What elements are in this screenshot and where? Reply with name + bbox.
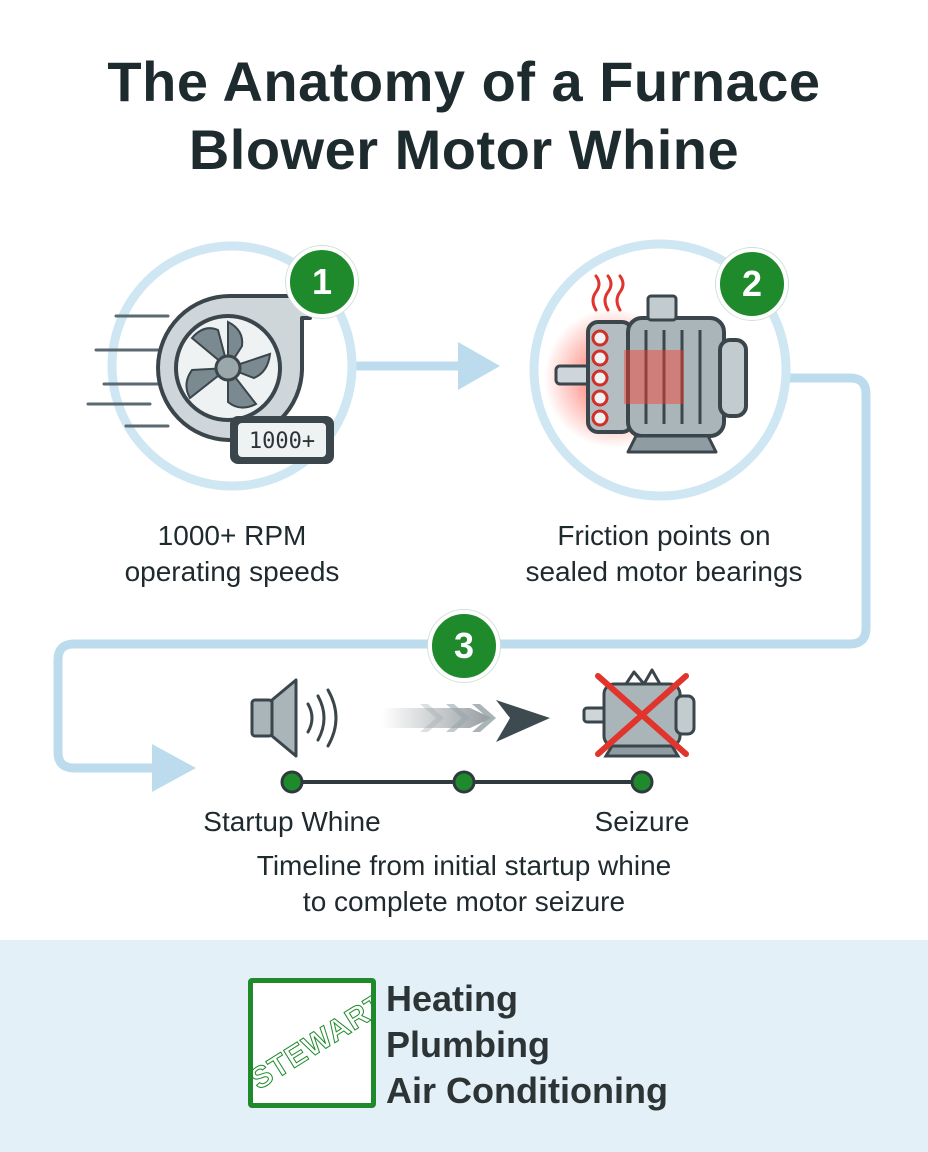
timeline-end-label: Seizure — [594, 806, 690, 837]
service-air-conditioning: Air Conditioning — [386, 1070, 668, 1111]
service-heating: Heating — [386, 978, 519, 1019]
rpm-display-value: 1000+ — [249, 429, 315, 454]
flow-diagram: 1000+ — [53, 239, 871, 794]
step-1-caption: 1000+ RPM operating speeds — [82, 518, 382, 590]
timeline-node-end — [630, 770, 654, 794]
title-line-1: The Anatomy of a Furnace — [107, 50, 821, 113]
timeline-node-mid — [452, 770, 476, 794]
step-3-caption: Timeline from initial startup whine to c… — [184, 848, 744, 920]
step-2-caption-line-1: Friction points on — [557, 520, 771, 551]
timeline-track — [280, 770, 654, 794]
timeline-start-label: Startup Whine — [203, 806, 381, 837]
step-1-badge: 1 — [286, 246, 358, 318]
heat-waves-icon — [591, 274, 625, 312]
company-logo: STEWART — [248, 978, 376, 1108]
progress-arrows-icon — [382, 700, 550, 742]
broken-motor-icon — [582, 668, 696, 758]
blower-fan-icon — [156, 294, 312, 442]
step-3-caption-line-1: Timeline from initial startup whine — [256, 850, 672, 881]
services-list: Heating Plumbing Air Conditioning — [386, 976, 668, 1114]
step-1-caption-line-2: operating speeds — [124, 556, 340, 587]
speaker-icon — [250, 678, 338, 758]
service-plumbing: Plumbing — [386, 1024, 550, 1065]
step-2-badge: 2 — [716, 248, 788, 320]
logo-wordmark: STEWART — [248, 986, 376, 1097]
step-3-caption-line-2: to complete motor seizure — [302, 886, 626, 917]
page-title: The Anatomy of a Furnace Blower Motor Wh… — [0, 48, 928, 184]
rpm-display-icon: 1000+ — [230, 416, 334, 464]
footer-band — [0, 940, 928, 1152]
timeline-node-start — [280, 770, 304, 794]
speed-lines-icon — [86, 314, 170, 428]
arrow-head-1-to-2 — [458, 342, 500, 390]
step-2-caption-line-2: sealed motor bearings — [525, 556, 803, 587]
step-3-badge: 3 — [428, 610, 500, 682]
title-line-2: Blower Motor Whine — [188, 118, 740, 181]
arrow-head-to-timeline — [152, 744, 196, 792]
step-2-caption: Friction points on sealed motor bearings — [474, 518, 854, 590]
step-1-caption-line-1: 1000+ RPM — [157, 520, 307, 551]
electric-motor-icon — [544, 294, 748, 454]
